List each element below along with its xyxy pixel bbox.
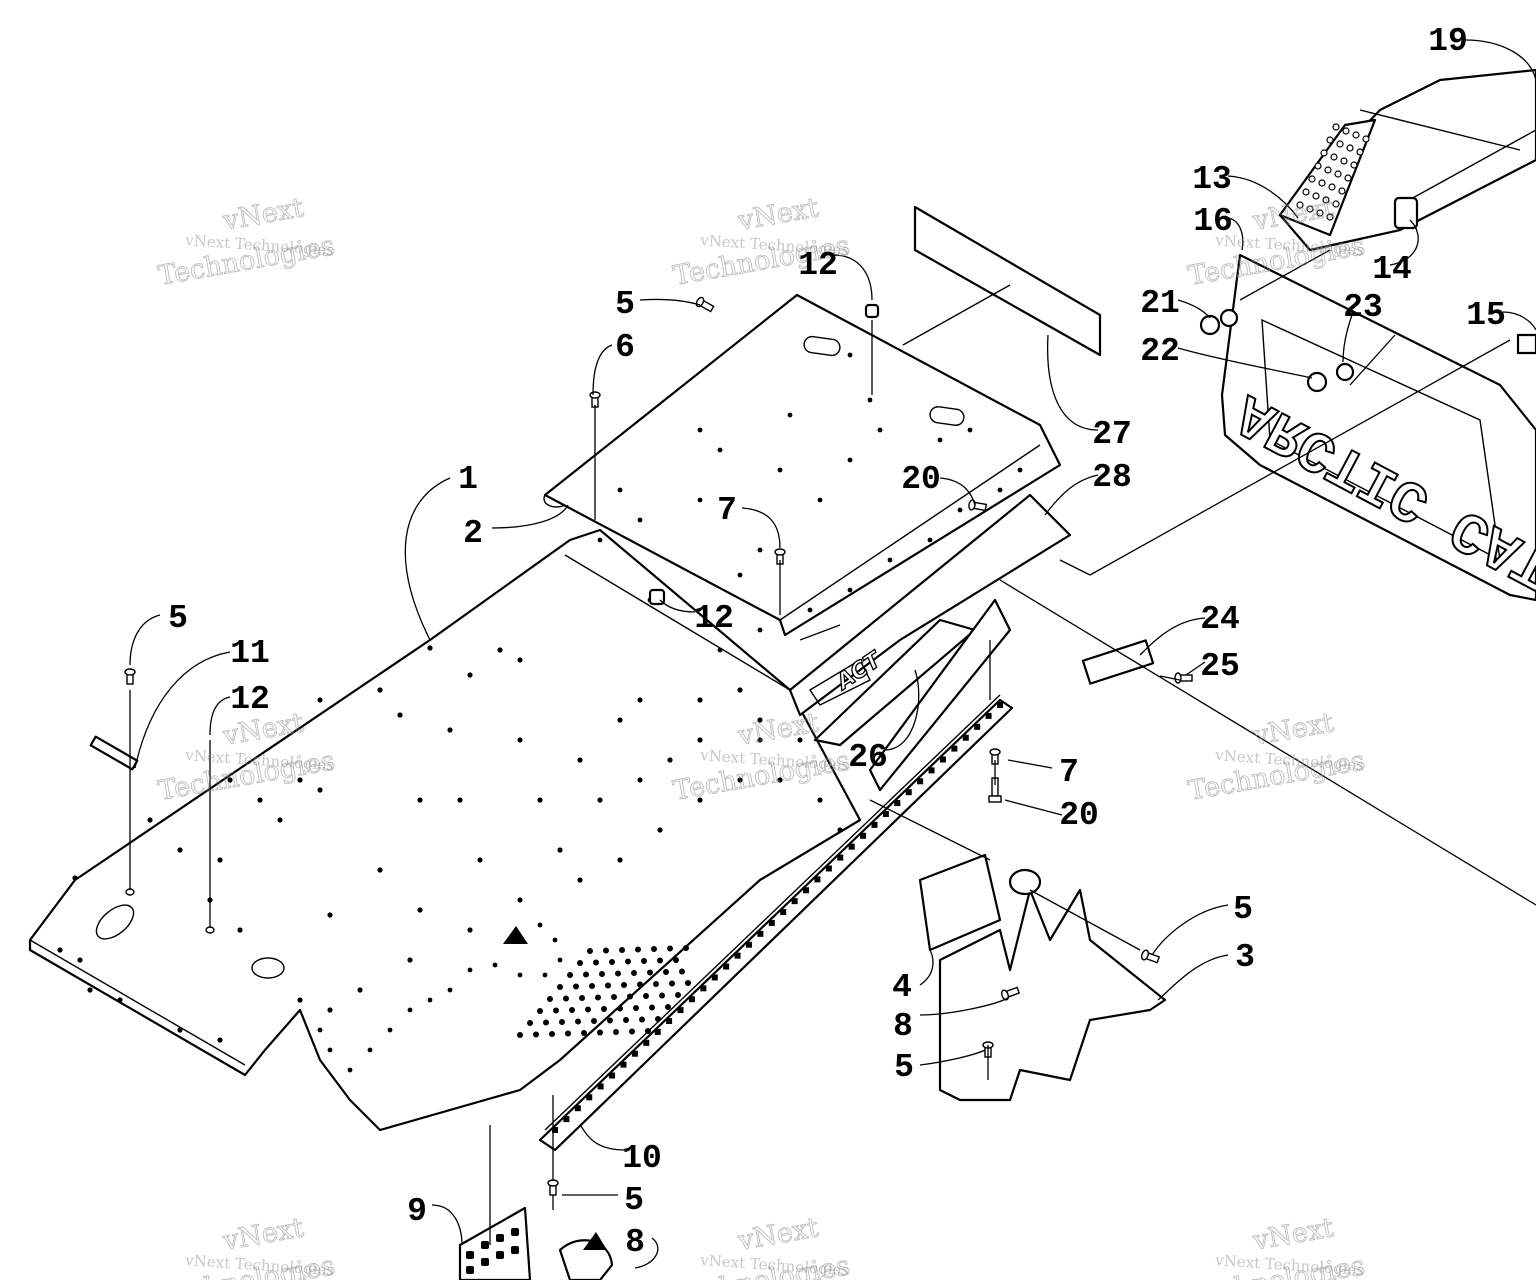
- callout-25: 25: [1200, 648, 1240, 685]
- callout-7: 7: [717, 492, 737, 529]
- bumper-holes: [1296, 123, 1370, 221]
- watermark-big-top: vNext: [735, 1212, 821, 1257]
- washer-21: [1219, 308, 1239, 328]
- mount-bracket: [868, 598, 1155, 792]
- callout-15: 15: [1466, 297, 1506, 334]
- tunnel-holes: [57, 645, 843, 1043]
- rear-tunnel-extension: [543, 293, 1062, 637]
- callout-10: 10: [622, 1140, 662, 1177]
- callout-24: 24: [1200, 601, 1240, 638]
- watermark-big-top: vNext: [735, 192, 821, 237]
- callout-2: 2: [463, 515, 483, 552]
- callout-28: 28: [1092, 459, 1132, 496]
- callout-8: 8: [625, 1224, 645, 1261]
- nut-21: [1199, 314, 1221, 336]
- callout-13: 13: [1192, 161, 1232, 198]
- callout-5: 5: [624, 1182, 644, 1219]
- callout-19: 19: [1428, 23, 1468, 60]
- callout-12: 12: [798, 247, 838, 284]
- callout-5: 5: [615, 286, 635, 323]
- callout-4: 4: [892, 969, 912, 1006]
- tunnel-top: [28, 528, 862, 1132]
- running-board-holes: [552, 702, 1003, 1133]
- hitch-bracket: [918, 853, 1167, 1102]
- plate-holes: [466, 1228, 519, 1274]
- callout-23: 23: [1343, 289, 1383, 326]
- callout-20: 20: [901, 461, 941, 498]
- callout-5: 5: [894, 1049, 914, 1086]
- callout-3: 3: [1235, 939, 1255, 976]
- nut-22: [1306, 371, 1328, 393]
- callout-12: 12: [694, 600, 734, 637]
- callout-5: 5: [168, 600, 188, 637]
- assembly-lines: [129, 249, 1536, 1245]
- callout-7: 7: [1059, 754, 1079, 791]
- callout-20: 20: [1059, 797, 1099, 834]
- watermark-big-top: vNext: [1250, 707, 1336, 752]
- callout-27: 27: [1092, 416, 1132, 453]
- washer-23: [1335, 362, 1355, 382]
- callout-14: 14: [1372, 251, 1412, 288]
- callout-5: 5: [1233, 891, 1253, 928]
- footrest-arrow-icon: [503, 926, 528, 944]
- callout-12: 12: [230, 681, 270, 718]
- watermark-big-top: vNext: [1250, 1212, 1336, 1257]
- pad-11: [89, 735, 139, 771]
- callout-9: 9: [407, 1193, 427, 1230]
- grommet-12-top: [864, 303, 880, 319]
- callout-11: 11: [230, 635, 270, 672]
- callout-8: 8: [893, 1008, 913, 1045]
- mounting-plate: [458, 1206, 532, 1280]
- reflector-plate: [913, 205, 1102, 357]
- callout-16: 16: [1193, 203, 1233, 240]
- callout-21: 21: [1140, 285, 1180, 322]
- callout-26: 26: [848, 739, 888, 776]
- callout-labels: 1234555556778891011121212131415161920202…: [168, 23, 1506, 1261]
- shield-arrow-icon: [583, 1232, 607, 1250]
- callout-22: 22: [1140, 333, 1180, 370]
- callout-leaders: [129, 39, 1536, 1269]
- callout-6: 6: [615, 329, 635, 366]
- callout-1: 1: [458, 461, 478, 498]
- watermark-big-top: vNext: [220, 1212, 306, 1257]
- watermark-big-top: vNext: [220, 192, 306, 237]
